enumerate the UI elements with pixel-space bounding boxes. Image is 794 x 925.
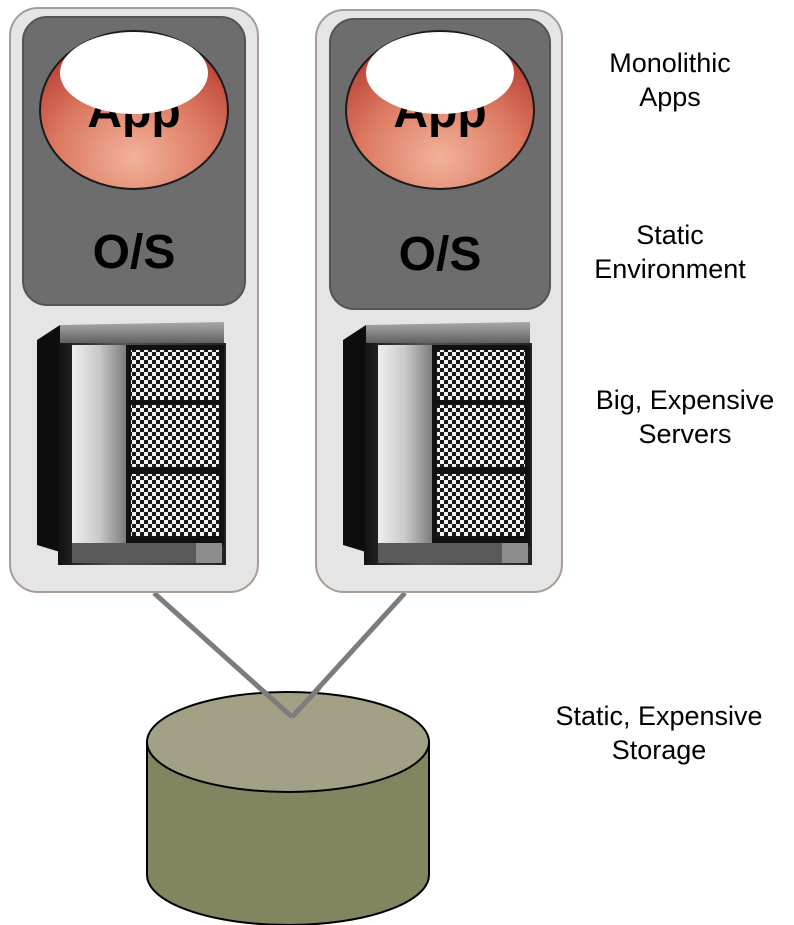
connector-tips bbox=[260, 686, 321, 719]
label-big-expensive-servers: Big, Expensive Servers bbox=[595, 385, 775, 449]
label-monolithic-apps: Monolithic Apps bbox=[609, 48, 731, 112]
server-stack-2: App O/S bbox=[315, 9, 563, 593]
label-static-environment: Static Environment bbox=[594, 220, 746, 284]
server-icon bbox=[343, 322, 532, 565]
server-stack-1: App O/S bbox=[9, 7, 259, 593]
label-static-expensive-storage: Static, Expensive Storage bbox=[555, 701, 763, 765]
server-icon bbox=[37, 322, 226, 565]
app-bubble: App bbox=[39, 30, 229, 190]
storage-cylinder-icon bbox=[146, 691, 430, 925]
app-highlight bbox=[60, 32, 208, 114]
app-bubble: App bbox=[345, 30, 535, 190]
os-label: O/S bbox=[93, 226, 176, 279]
os-label: O/S bbox=[399, 228, 482, 281]
app-highlight bbox=[366, 32, 514, 114]
